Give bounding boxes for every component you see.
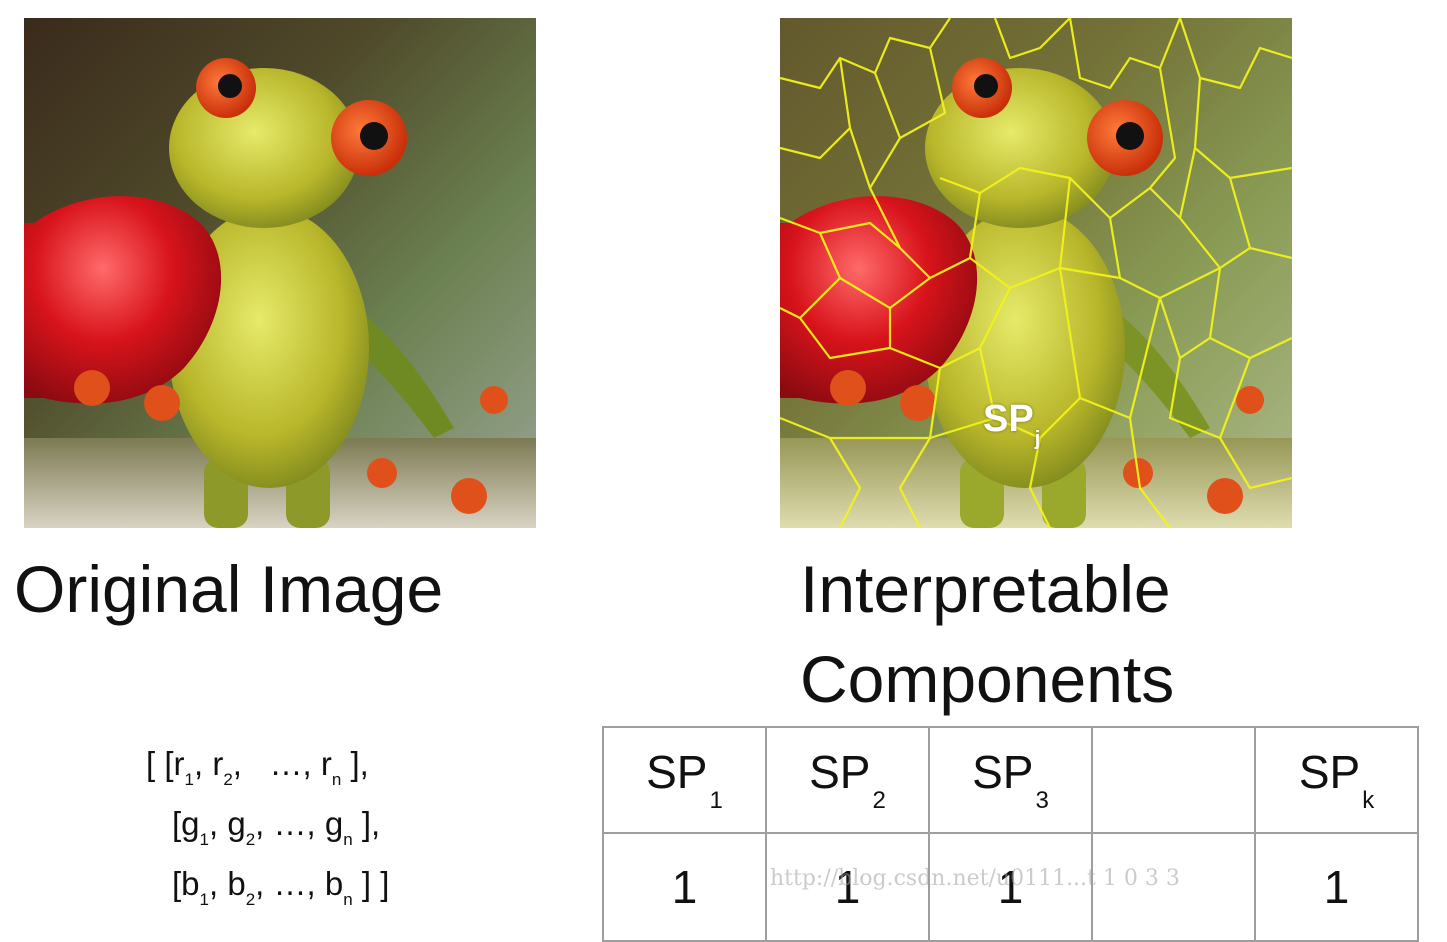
header-base: SP xyxy=(646,746,708,798)
table-header-cell: SP3 xyxy=(928,726,1093,834)
pixel-matrix: [ [r1, r2, …, rn ], [g1, g2, …, gn ], [b… xyxy=(146,742,389,922)
superpixel-label-sub: j xyxy=(1034,428,1041,450)
table-header-cell: SP1 xyxy=(602,726,767,834)
matrix-var: r xyxy=(320,745,332,782)
table-header-cell: SPk xyxy=(1254,726,1419,834)
superpixel-label-base: SP xyxy=(983,398,1034,440)
header-base: SP xyxy=(809,746,871,798)
matrix-var: g xyxy=(227,805,246,842)
caption-original-image: Original Image xyxy=(14,552,444,626)
matrix-var: r xyxy=(173,745,185,782)
matrix-sub: 1 xyxy=(184,770,194,789)
superpixel-image xyxy=(780,18,1292,528)
header-sub: k xyxy=(1362,787,1375,814)
matrix-row-g: [g1, g2, …, gn ], xyxy=(172,805,381,849)
header-sub: 1 xyxy=(709,787,723,814)
matrix-row-r: [ [r1, r2, …, rn ], xyxy=(146,745,369,789)
header-base: SP xyxy=(1298,746,1361,798)
matrix-var: b xyxy=(181,865,200,902)
bracket-open: [ xyxy=(172,805,182,842)
header-sub: 3 xyxy=(1035,787,1049,814)
bracket-close: ], xyxy=(352,805,381,842)
matrix-sub: n xyxy=(343,890,353,909)
table-header-cell: SP2 xyxy=(765,726,930,834)
matrix-sub: 2 xyxy=(245,830,256,849)
table-header-cell xyxy=(1091,726,1256,834)
matrix-sub: 2 xyxy=(223,770,233,789)
watermark-text: http://blog.csdn.net/u0111...t 1 0 3 3 xyxy=(770,866,1180,891)
matrix-var: g xyxy=(324,805,344,842)
matrix-var: g xyxy=(181,805,200,842)
matrix-sub: 1 xyxy=(199,830,209,849)
matrix-var: r xyxy=(212,745,224,782)
caption-interpretable: Interpretable xyxy=(800,552,1171,626)
matrix-var: b xyxy=(324,865,344,902)
bracket-open: [ [ xyxy=(146,745,174,782)
bracket-open: [ xyxy=(172,865,182,902)
table-value-cell: 1 xyxy=(1254,832,1419,942)
bracket-close: ], xyxy=(341,745,369,782)
matrix-var: b xyxy=(227,865,246,902)
matrix-sub: 2 xyxy=(245,890,256,909)
header-base: SP xyxy=(972,746,1034,798)
header-sub: 2 xyxy=(872,787,886,814)
original-image xyxy=(24,18,536,528)
matrix-sub: 1 xyxy=(199,890,209,909)
superpixel-label: SPj xyxy=(983,398,1040,451)
matrix-sub: n xyxy=(343,830,353,849)
table-value-cell: 1 xyxy=(602,832,767,942)
bracket-close: ] ] xyxy=(352,865,390,902)
matrix-sub: n xyxy=(331,770,342,789)
matrix-row-b: [b1, b2, …, bn ] ] xyxy=(172,865,390,909)
caption-components: Components xyxy=(800,642,1175,716)
table-header-row: SP1 SP2 SP3 SPk xyxy=(602,726,1419,834)
superpixel-table: SP1 SP2 SP3 SPk 1 1 1 1 xyxy=(602,726,1419,942)
